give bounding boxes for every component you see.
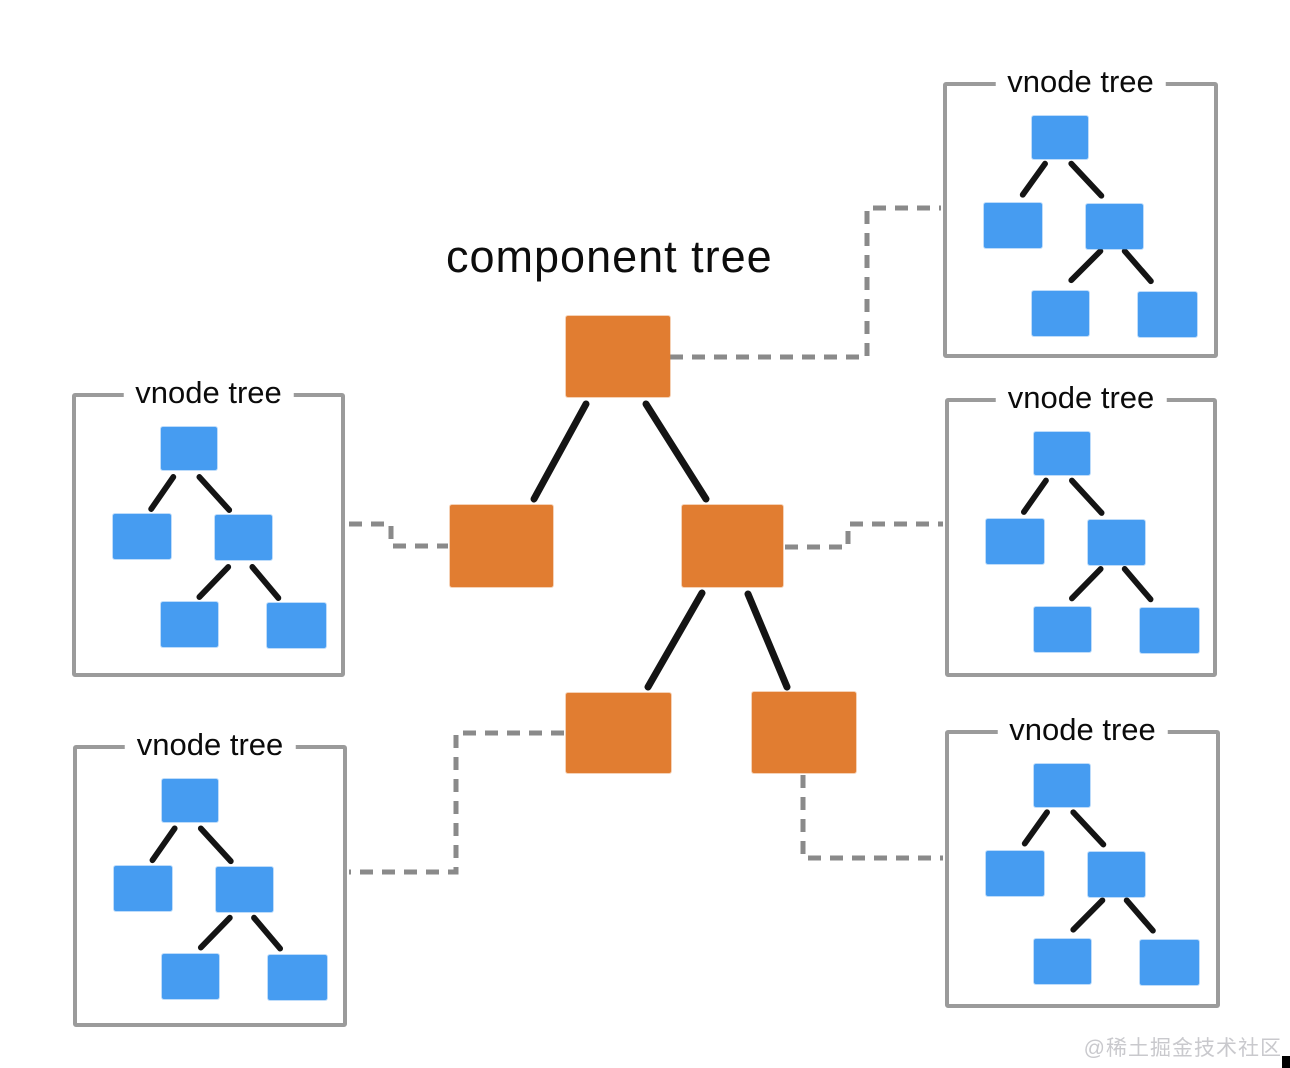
component-node-bottom-right [752, 692, 856, 773]
vnode-node-grandchild-right [267, 603, 326, 648]
vnode-node-grandchild-right [1138, 292, 1197, 337]
vnode-node-left-child [986, 519, 1044, 564]
vnode-tree-middle-left: vnode tree [72, 374, 345, 677]
vnode-tree-top-right: vnode tree [943, 63, 1218, 358]
vnode-node-right-child [1088, 852, 1145, 897]
vnode-node-grandchild-left [162, 954, 219, 999]
vnode-node-right-child [216, 867, 273, 912]
vnode-node-right-child [215, 515, 272, 560]
vnode-tree-bottom-right: vnode tree [945, 711, 1220, 1008]
corner-mark [1282, 1056, 1290, 1068]
vnode-node-left-child [986, 851, 1044, 896]
vnode-node-grandchild-right [1140, 940, 1199, 985]
vnode-node-grandchild-right [268, 955, 327, 1000]
vnode-node-grandchild-left [1034, 607, 1091, 652]
connector-bottom-right [800, 775, 943, 861]
vnode-tree-label: vnode tree [123, 374, 294, 412]
vnode-tree-middle-right: vnode tree [945, 379, 1217, 677]
vnode-node-right-child [1086, 204, 1143, 249]
vnode-node-root [1034, 432, 1090, 475]
vnode-tree-label: vnode tree [997, 711, 1168, 749]
vnode-node-grandchild-left [1032, 291, 1089, 336]
vnode-node-root [161, 427, 217, 470]
component-node-left-child [450, 505, 553, 587]
vnode-node-grandchild-left [1034, 939, 1091, 984]
watermark-juejin: @稀土掘金技术社区 [1083, 1037, 1282, 1060]
vnode-tree-label: vnode tree [124, 726, 296, 764]
connector-middle-right [785, 521, 943, 550]
connector-bottom-left [349, 730, 564, 875]
vnode-node-left-child [114, 866, 172, 911]
vnode-tree-label: vnode tree [995, 379, 1167, 417]
vnode-node-grandchild-right [1140, 608, 1199, 653]
vnode-node-root [1034, 764, 1090, 807]
vnode-node-left-child [984, 203, 1042, 248]
vnode-tree-label: vnode tree [995, 63, 1166, 101]
vnode-node-root [162, 779, 218, 822]
component-node-bottom-left [566, 693, 671, 773]
component-node-root [566, 316, 670, 397]
vnode-node-left-child [113, 514, 171, 559]
vnode-node-root [1032, 116, 1088, 159]
vnode-node-grandchild-left [161, 602, 218, 647]
vnode-node-right-child [1088, 520, 1145, 565]
component-node-right-child [682, 505, 783, 587]
vnode-tree-bottom-left: vnode tree [73, 726, 347, 1027]
component-tree-title: component tree [446, 231, 773, 282]
connector-middle-left [349, 521, 448, 549]
